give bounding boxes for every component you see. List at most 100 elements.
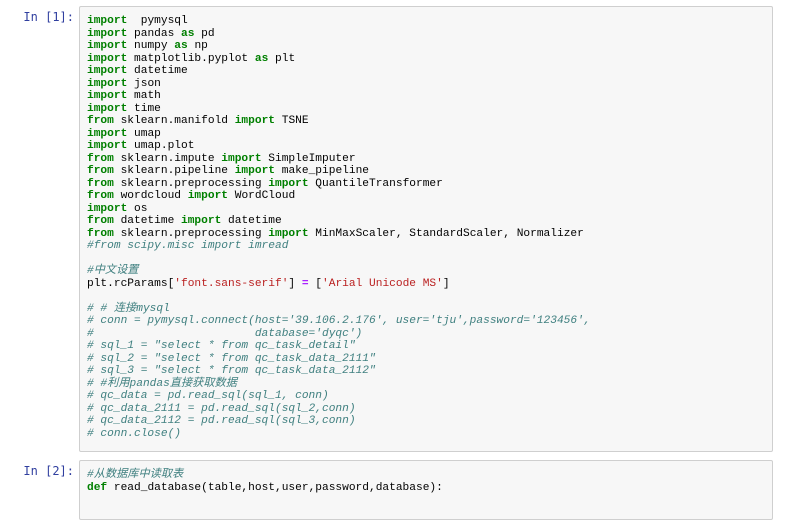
code-line: from sklearn.preprocessing import Quanti…	[87, 178, 772, 191]
code-token: from	[87, 165, 114, 177]
code-token: as	[181, 27, 195, 40]
code-token: MinMaxScaler, StandardScaler, Normalizer	[308, 227, 584, 240]
code-token: import	[87, 102, 128, 115]
code-line: from sklearn.manifold import TSNE	[87, 115, 772, 128]
code-token: QuantileTransformer	[308, 177, 443, 190]
code-line: # qc_data = pd.read_sql(sql_1, conn)	[87, 390, 772, 403]
code-token: import	[181, 215, 222, 227]
code-token: umap.plot	[127, 140, 195, 152]
code-token: #中文设置	[87, 265, 139, 277]
code-token: # sql_2 = "select * from qc_task_data_21…	[87, 352, 376, 365]
code-token: 'Arial Unicode MS'	[322, 277, 443, 290]
code-token: as	[174, 40, 188, 52]
code-token: plt.rcParams[	[87, 277, 175, 290]
code-line: # qc_data_2112 = pd.read_sql(sql_3,conn)	[87, 415, 772, 428]
code-line: import umap	[87, 128, 772, 141]
code-line: plt.rcParams['font.sans-serif'] = ['Aria…	[87, 278, 772, 291]
code-token: import	[87, 77, 128, 90]
code-token: datetime	[221, 215, 282, 227]
code-line: from sklearn.preprocessing import MinMax…	[87, 228, 772, 241]
code-token: os	[127, 202, 148, 215]
code-line: import datetime	[87, 65, 772, 78]
code-token: # qc_data = pd.read_sql(sql_1, conn)	[87, 390, 329, 402]
code-line: from sklearn.impute import SimpleImputer	[87, 153, 772, 166]
code-token: import	[87, 52, 128, 65]
code-line: # database='dyqc')	[87, 328, 772, 341]
cell-prompt: In [2]:	[23, 464, 74, 478]
code-token: math	[127, 90, 161, 102]
code-token: #从数据库中读取表	[87, 469, 184, 481]
code-line: import matplotlib.pyplot as plt	[87, 53, 772, 66]
code-token: # # 连接mysql	[87, 302, 170, 315]
code-line: from datetime import datetime	[87, 215, 772, 228]
code-token: import	[87, 127, 128, 140]
code-token: WordCloud	[228, 190, 296, 202]
code-token: import	[87, 15, 128, 27]
code-token: from	[87, 152, 114, 165]
code-line: # sql_3 = "select * from qc_task_data_21…	[87, 365, 772, 378]
code-line: import json	[87, 78, 772, 91]
code-line: from sklearn.pipeline import make_pipeli…	[87, 165, 772, 178]
code-token: # database='dyqc')	[87, 327, 363, 340]
code-token: # conn = pymysql.connect(host='39.106.2.…	[87, 315, 591, 327]
code-token: from	[87, 177, 114, 190]
code-token: #from scipy.misc import imread	[87, 240, 289, 252]
code-line: import umap.plot	[87, 140, 772, 153]
code-line: # conn.close()	[87, 428, 772, 441]
code-token: def	[87, 481, 108, 494]
code-line: # #利用pandas直接获取数据	[87, 378, 772, 391]
code-token: import	[187, 190, 229, 202]
code-token: from	[87, 190, 114, 202]
code-token: read_database(table,host,user,password,d…	[107, 481, 443, 494]
code-token: # qc_data_2112 = pd.read_sql(sql_3,conn)	[87, 415, 356, 427]
code-token: SimpleImputer	[261, 152, 356, 165]
code-token: as	[254, 52, 269, 65]
code-token: import	[87, 40, 128, 52]
code-token: [	[308, 277, 323, 290]
code-line: #中文设置	[87, 265, 772, 278]
code-token: 'font.sans-serif'	[174, 277, 289, 290]
code-token: datetime	[127, 65, 188, 77]
code-token: pymysql	[127, 15, 188, 27]
code-token: import	[234, 115, 276, 127]
code-line: import math	[87, 90, 772, 103]
code-token: import	[87, 65, 128, 77]
code-line: #from scipy.misc import imread	[87, 240, 772, 253]
code-token: TSNE	[275, 115, 309, 127]
code-token: wordcloud	[113, 190, 188, 202]
code-token: plt	[268, 52, 296, 65]
code-line: def read_database(table,host,user,passwo…	[87, 482, 772, 495]
code-token: pandas	[127, 27, 182, 40]
code-line: #从数据库中读取表	[87, 469, 772, 482]
code-token: =	[301, 277, 309, 290]
code-line: import os	[87, 203, 772, 216]
code-token: datetime	[113, 215, 181, 227]
code-token: import	[268, 227, 309, 240]
code-line: # # 连接mysql	[87, 303, 772, 316]
code-line: import pymysql	[87, 15, 772, 28]
code-token: import	[87, 90, 128, 102]
code-line: import time	[87, 103, 772, 116]
code-token: matplotlib.pyplot	[127, 52, 255, 65]
code-line: # sql_2 = "select * from qc_task_data_21…	[87, 353, 772, 366]
code-token: # sql_3 = "select * from qc_task_data_21…	[87, 365, 376, 377]
code-line: import pandas as pd	[87, 28, 772, 41]
code-token: make_pipeline	[275, 165, 370, 177]
code-token: ]	[288, 277, 302, 290]
code-line: # sql_1 = "select * from qc_task_detail"	[87, 340, 772, 353]
code-token: # #利用pandas直接获取数据	[87, 377, 237, 390]
cell-prompt: In [1]:	[23, 10, 74, 24]
code-token: pd	[194, 27, 215, 40]
code-token: import	[234, 165, 276, 177]
code-line: # qc_data_2111 = pd.read_sql(sql_2,conn)	[87, 403, 772, 416]
code-token: import	[87, 202, 128, 215]
code-token: from	[87, 115, 114, 127]
code-token: import	[221, 152, 262, 165]
code-token: import	[268, 177, 309, 190]
